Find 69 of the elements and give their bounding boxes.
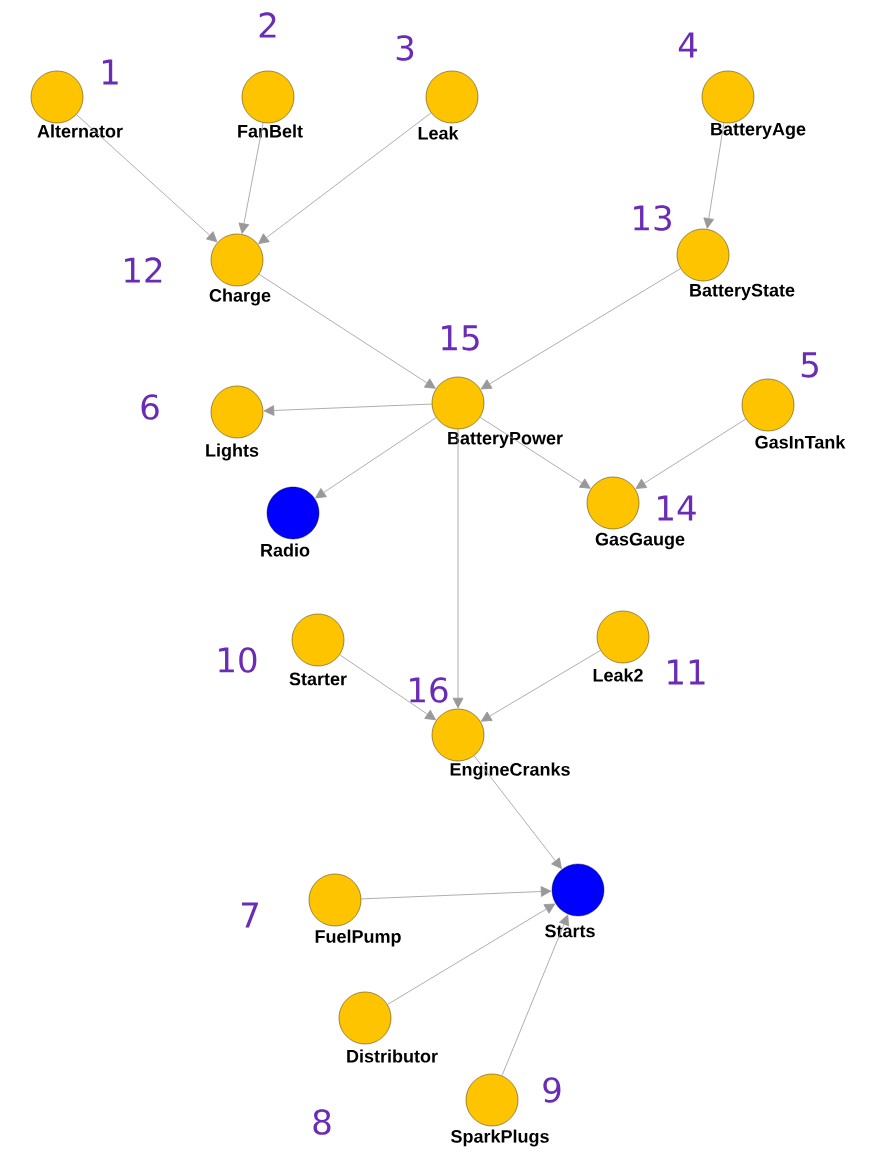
arrow	[263, 403, 433, 416]
node-label: Distributor	[347, 1049, 438, 1063]
callout-number: 7	[242, 902, 258, 928]
node-label: Starter	[289, 672, 347, 686]
network-node	[701, 70, 755, 124]
node-label: EngineCranks	[450, 762, 570, 780]
callout-number: 11	[668, 659, 705, 685]
callout-number: 3	[396, 35, 414, 61]
callout-number: 14	[658, 495, 696, 521]
node-label: Radio	[261, 543, 310, 557]
network-node	[291, 613, 345, 667]
callout-number: 2	[259, 12, 276, 38]
node-label: Starts	[545, 924, 595, 938]
callout-number: 4	[678, 32, 697, 58]
network-node	[425, 70, 479, 124]
node-label: SparkPlugs	[451, 1129, 549, 1147]
callout-number: 13	[634, 205, 671, 231]
node-label: BatteryAge	[711, 122, 806, 140]
network-node	[431, 708, 485, 762]
callout-number: 15	[442, 325, 479, 351]
callout-number: 8	[313, 1109, 331, 1135]
node-label: GasInTank	[755, 435, 846, 449]
arrow	[452, 428, 464, 709]
callout-number: 10	[219, 647, 257, 673]
callout-number: 16	[410, 677, 448, 703]
arrow	[703, 122, 725, 229]
arrow	[635, 418, 747, 489]
node-label: BatteryState	[690, 283, 795, 301]
node-label: Leak2	[593, 668, 643, 682]
callout-number: 9	[543, 1077, 561, 1103]
arrow	[473, 755, 562, 869]
arrow	[479, 416, 591, 489]
callout-number: 1	[102, 59, 118, 85]
network-node	[465, 1073, 519, 1127]
arrow	[387, 903, 556, 1005]
node-label: Lights	[206, 443, 259, 461]
arrow	[238, 122, 264, 234]
arrow	[258, 112, 432, 244]
callout-number: 12	[125, 257, 162, 283]
node-label: Charge	[209, 288, 271, 306]
network-node	[596, 610, 650, 664]
network-node	[308, 873, 362, 927]
network-node	[266, 486, 320, 540]
arrow	[480, 649, 601, 722]
node-label: FuelPump	[315, 929, 401, 947]
network-node	[741, 378, 795, 432]
node-label: GasGauge	[595, 532, 685, 550]
network-node	[210, 385, 264, 439]
node-label: Alternator	[37, 124, 123, 138]
network-node	[30, 70, 84, 124]
network-node	[241, 70, 295, 124]
node-label: FanBelt	[238, 124, 303, 138]
network-node	[586, 476, 640, 530]
network-node	[431, 376, 485, 430]
arrow	[339, 654, 436, 721]
arrow	[258, 273, 436, 389]
network-node	[676, 228, 730, 282]
arrow	[315, 417, 437, 499]
node-label: BatteryPower	[448, 431, 563, 449]
arrow	[501, 914, 570, 1077]
node-label: Leak	[418, 126, 459, 140]
arrow	[480, 268, 681, 390]
network-node	[210, 233, 264, 287]
network-node	[338, 991, 392, 1045]
callout-number: 6	[141, 394, 159, 420]
callout-number: 5	[801, 352, 818, 378]
network-node	[551, 863, 605, 917]
arrow	[76, 114, 218, 243]
arrow	[360, 886, 552, 900]
